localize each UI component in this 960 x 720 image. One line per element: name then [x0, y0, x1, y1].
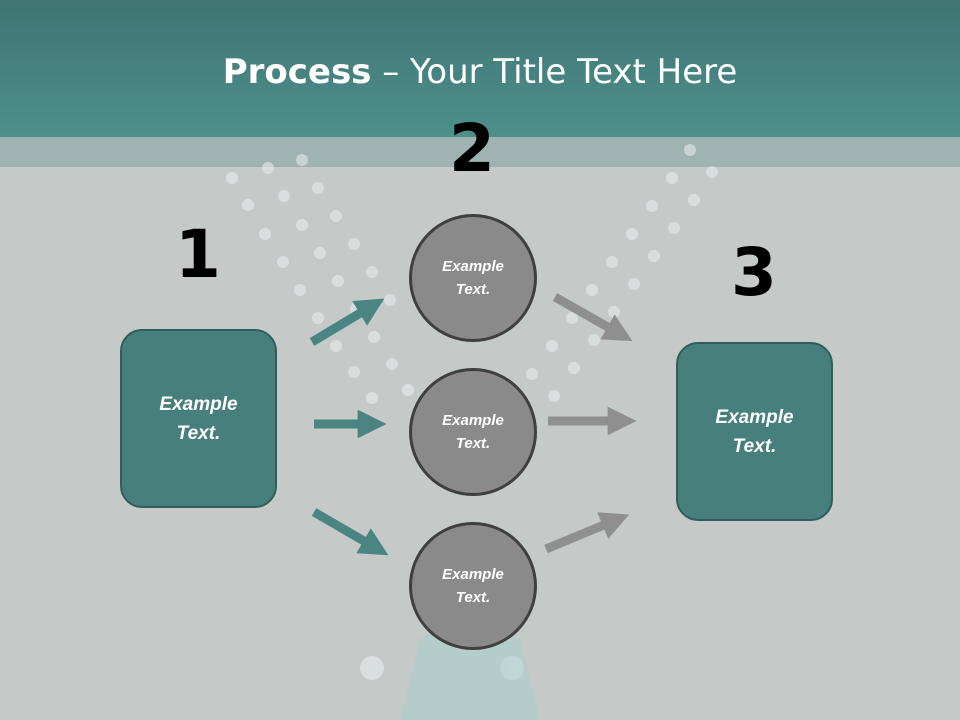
teal-arrow-up — [309, 298, 385, 346]
left-text-box[interactable]: Example Text. — [120, 329, 277, 508]
gray-arrow-up — [544, 512, 630, 554]
step-number-2: 2 — [449, 110, 495, 187]
right-box-text: Example Text. — [715, 406, 794, 457]
title-rest: – Your Title Text Here — [371, 52, 738, 92]
slide-title: Process – Your Title Text Here — [0, 52, 960, 92]
title-bold: Process — [222, 52, 372, 92]
title-bar-band — [0, 137, 960, 167]
title-bar — [0, 0, 960, 137]
gray-arrow-down — [552, 293, 633, 342]
step-number-3: 3 — [731, 234, 777, 311]
left-box-text: Example Text. — [159, 393, 238, 444]
step-number-1: 1 — [175, 216, 221, 293]
circle-top-text: Example Text. — [442, 258, 504, 298]
circle-middle-text: Example Text. — [442, 412, 504, 452]
circle-bottom[interactable]: Example Text. — [409, 522, 537, 650]
teal-arrow-down — [311, 508, 389, 556]
circle-top[interactable]: Example Text. — [409, 214, 537, 342]
circle-bottom-text: Example Text. — [442, 566, 504, 606]
circle-middle[interactable]: Example Text. — [409, 368, 537, 496]
right-text-box[interactable]: Example Text. — [676, 342, 833, 521]
